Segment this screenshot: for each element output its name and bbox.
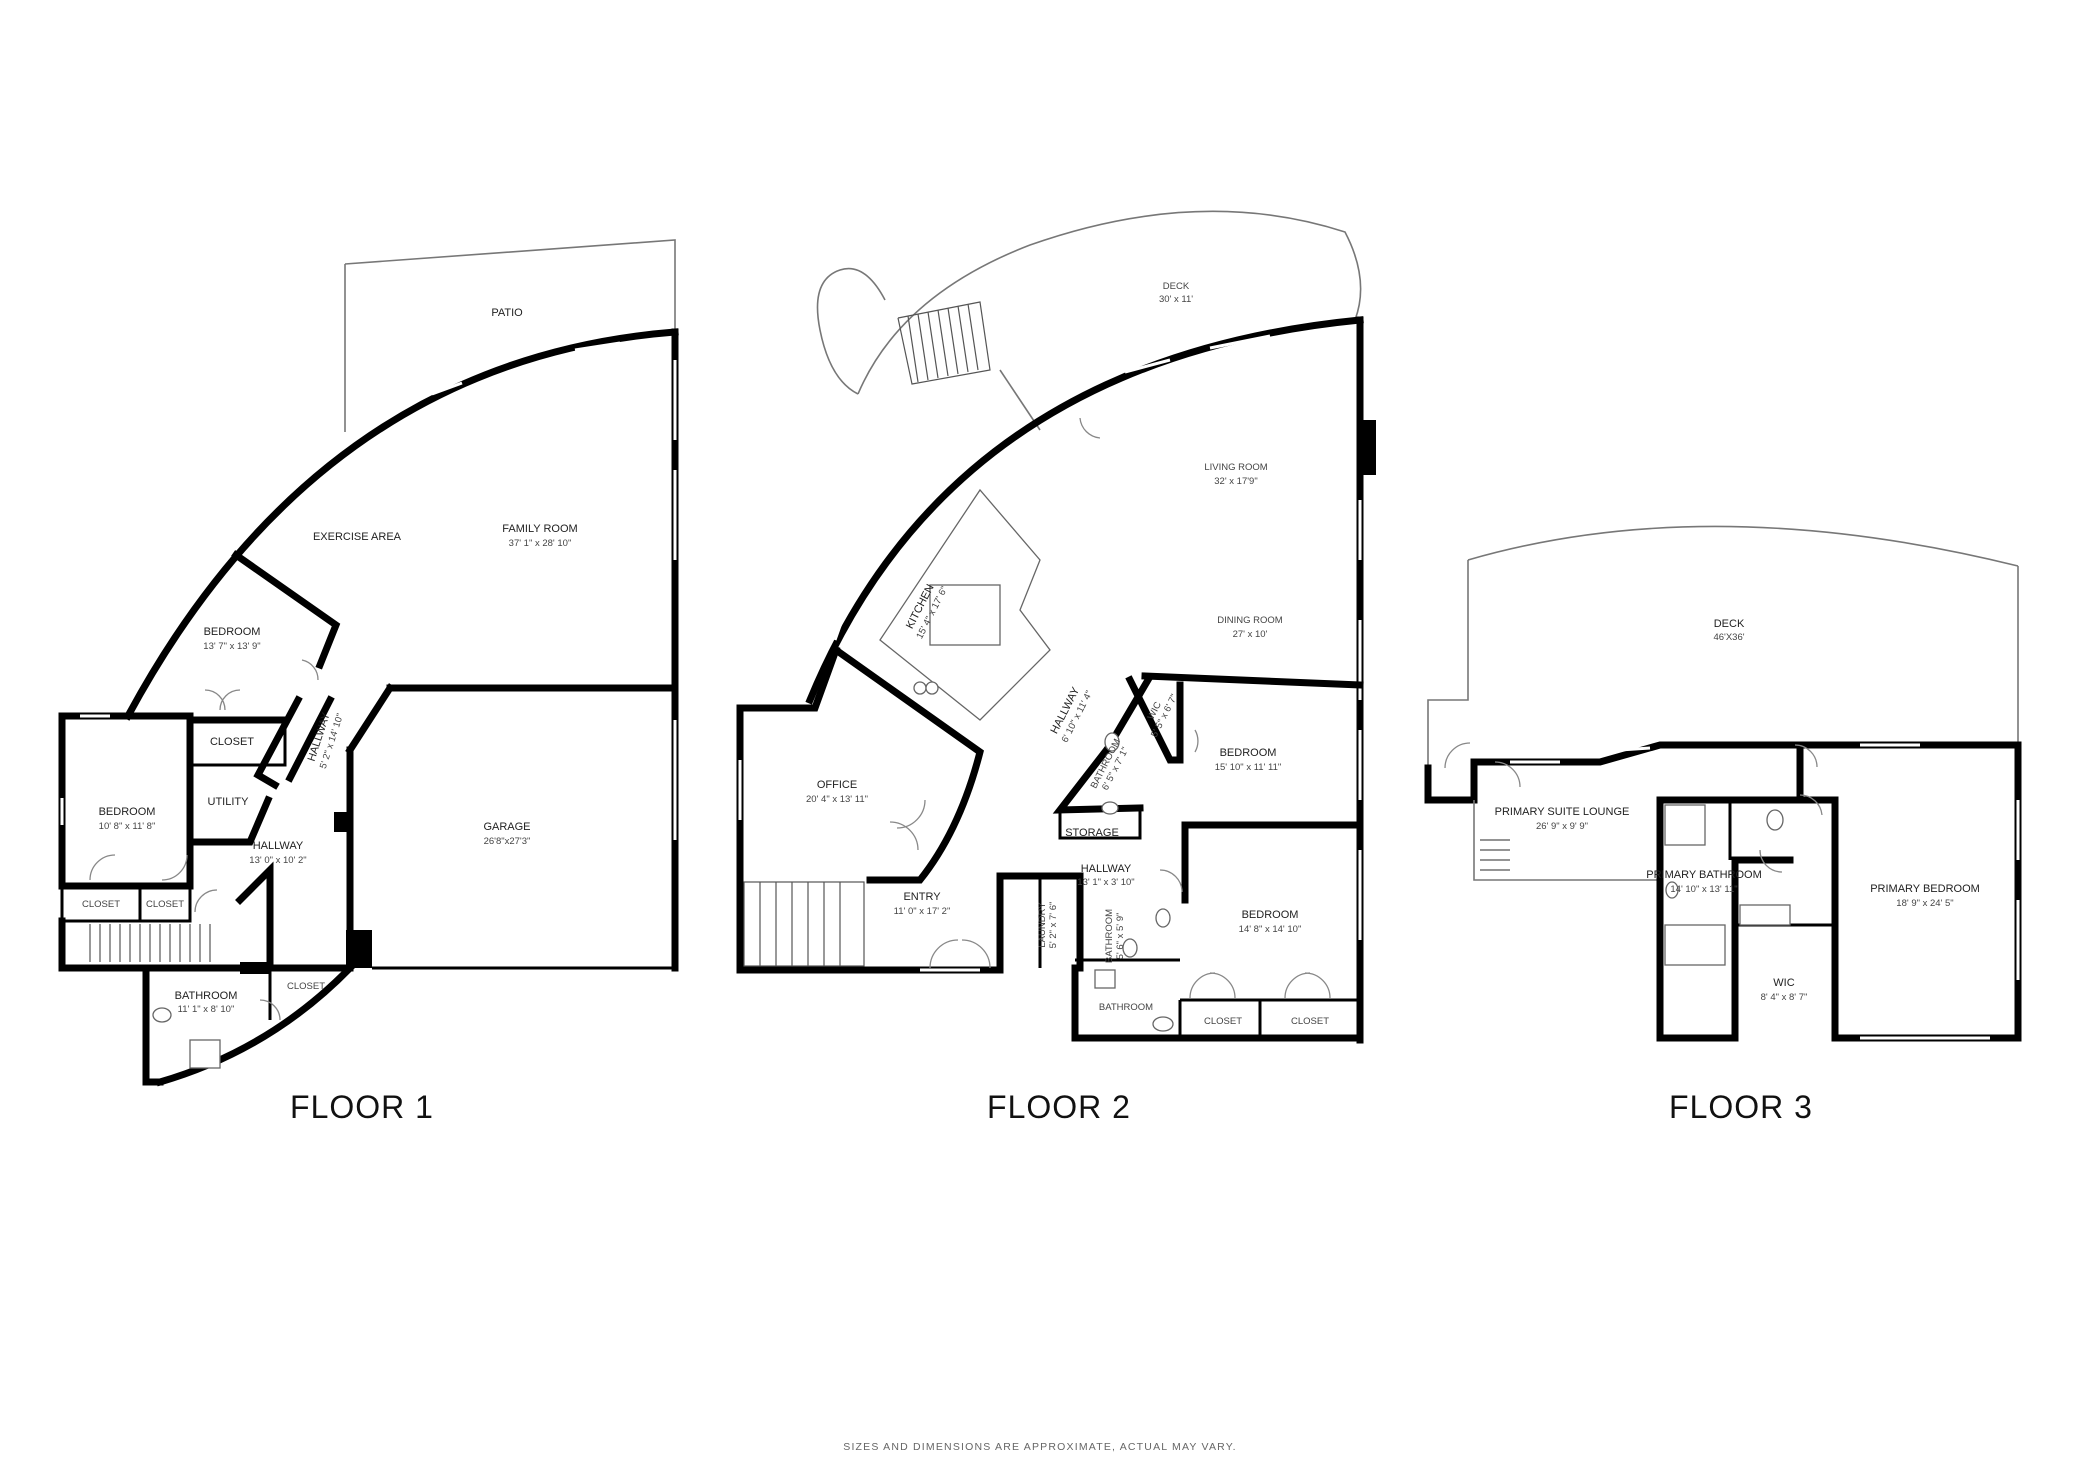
room-label: DINING ROOM [1217,615,1283,626]
floor-3-title: FLOOR 3 [1669,1089,1813,1125]
room-dims: 13' 0" x 10' 2" [249,855,306,866]
room-dims: 14' 10" x 13' 11" [1670,884,1737,895]
room-label: BEDROOM [1220,747,1277,759]
room-dims: 8' 4" x 8' 7" [1761,992,1808,1003]
room-dims: 27' x 10' [1233,629,1268,640]
room-dims: 26' 9" x 9' 9" [1536,821,1588,832]
room-label: CLOSET [287,981,325,992]
room-label: GARAGE [483,821,530,833]
room-label: STORAGE [1065,827,1119,839]
room-dims: 20' 4" x 13' 11" [806,794,868,805]
room-dims: 5' 6" x 5' 9" [1115,913,1126,960]
room-dims: 30' x 11' [1159,294,1193,305]
room-label: LAUNDRY [1037,902,1048,948]
room-label: HALLWAY [253,840,304,852]
room-dims: 46'X36' [1713,632,1744,643]
floor-2-plan [736,210,1376,1044]
room-label: PRIMARY BATHROOM [1646,869,1762,881]
room-dims: 10' 8" x 11' 8" [99,821,156,832]
room-dims: 5' 2" x 7' 6" [1048,902,1059,949]
room-dims: 37' 1" x 28' 10" [509,538,572,549]
floor-3-labels: DECK 46'X36' PRIMARY SUITE LOUNGE 26' 9"… [1495,618,1980,1003]
room-label: DECK [1714,618,1745,630]
room-label: ENTRY [903,891,941,903]
floor-1-title: FLOOR 1 [290,1089,434,1125]
room-dims: 14' 8" x 14' 10" [1239,924,1302,935]
room-label: PRIMARY SUITE LOUNGE [1495,806,1630,818]
room-label: HALLWAY [1081,863,1132,875]
room-label: UTILITY [208,796,250,808]
room-label: BATHROOM [1104,909,1115,963]
floor-3-plan [1424,525,2022,1042]
room-label: BEDROOM [99,806,156,818]
room-dims: 11' 1" x 8' 10" [178,1004,235,1015]
room-dims: 13' 7" x 13' 9" [203,641,260,652]
room-dims: 18' 9" x 24' 5" [1896,898,1953,909]
room-label: BATHROOM [1099,1002,1153,1013]
floor-2-title: FLOOR 2 [987,1089,1131,1125]
room-label: CLOSET [146,899,184,910]
room-label: CLOSET [210,736,254,748]
room-label: PRIMARY BEDROOM [1870,883,1980,895]
room-label: FAMILY ROOM [502,523,577,535]
room-label: CLOSET [1204,1016,1242,1027]
floor-2-labels: DECK 30' x 11' LIVING ROOM 32' x 17'9" K… [806,281,1329,1027]
room-label: WIC [1773,977,1794,989]
room-label: OFFICE [817,779,857,791]
room-dims: 26'8"x27'3" [484,836,531,847]
room-label: CLOSET [82,899,120,910]
room-label: BEDROOM [204,626,261,638]
floor-1-plan [58,239,679,1087]
room-dims: 11' 0" x 17' 2" [894,906,951,917]
room-label: BEDROOM [1242,909,1299,921]
room-label: LIVING ROOM [1204,462,1267,473]
room-dims: 32' x 17'9" [1214,476,1257,487]
room-label: EXERCISE AREA [313,531,402,543]
room-label: CLOSET [1291,1016,1329,1027]
disclaimer-text: SIZES AND DIMENSIONS ARE APPROXIMATE, AC… [843,1441,1237,1453]
room-label: PATIO [491,307,523,319]
room-label: DECK [1163,281,1190,292]
room-dims: 13' 1" x 3' 10" [1077,877,1134,888]
room-dims: 15' 10" x 11' 11" [1215,762,1282,773]
room-label: BATHROOM [175,990,238,1002]
